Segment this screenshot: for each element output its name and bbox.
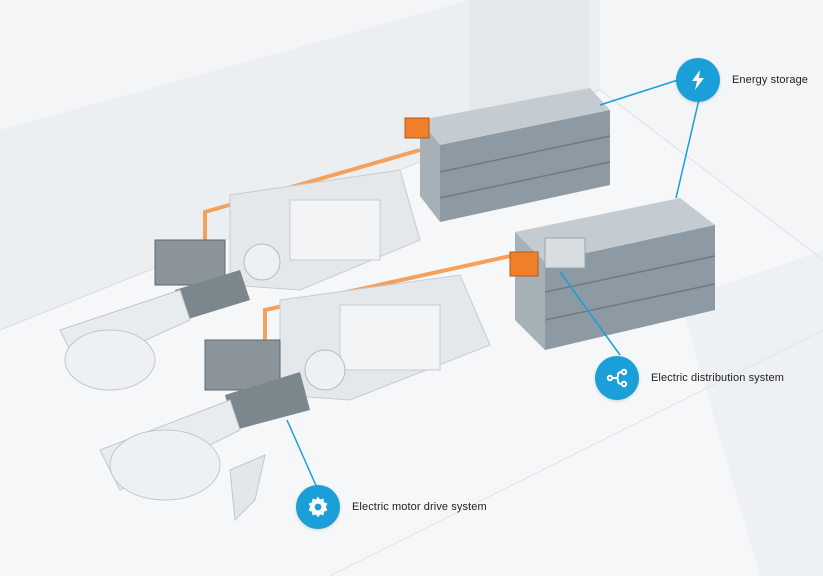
battery-stack-upper — [420, 88, 611, 222]
connector-lower — [509, 251, 539, 277]
connector-upper — [404, 117, 430, 139]
callout-energy-storage: Energy storage — [676, 58, 808, 102]
callout-leaders — [286, 79, 701, 491]
propeller-pod-lower — [99, 399, 266, 522]
electric-motor-drive-label: Electric motor drive system — [352, 501, 487, 513]
branch-network-icon — [595, 356, 639, 400]
callout-electric-motor-drive: Electric motor drive system — [296, 485, 487, 529]
electric-distribution-label: Electric distribution system — [651, 372, 785, 384]
propeller-pod-upper — [59, 289, 191, 391]
lightning-bolt-icon — [676, 58, 720, 102]
energy-storage-label: Energy storage — [732, 74, 808, 86]
callout-electric-distribution: Electric distribution system — [595, 356, 784, 400]
gear-icon — [296, 485, 340, 529]
engine-lower — [204, 274, 491, 430]
engine-upper — [154, 169, 421, 320]
power-cables — [203, 148, 516, 350]
